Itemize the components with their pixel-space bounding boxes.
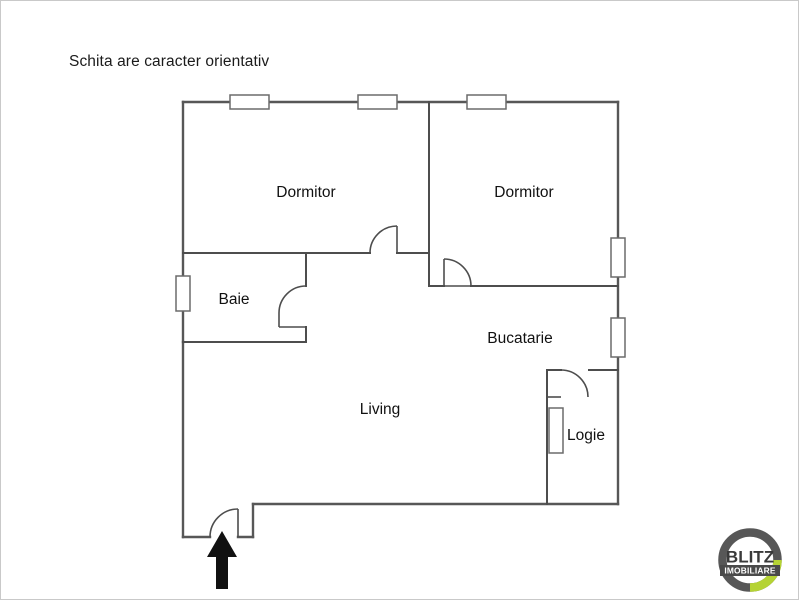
brand-logo: BLITZ IMOBILIARE xyxy=(714,524,786,596)
window-right-2 xyxy=(610,317,626,358)
logo-accent-arc xyxy=(749,559,782,592)
outer-walls xyxy=(181,100,620,539)
door-arc-entrance xyxy=(209,508,239,538)
room-label-dormitor-right: Dormitor xyxy=(494,184,553,201)
window-logie xyxy=(548,407,564,454)
logo-subtitle-band xyxy=(720,565,780,576)
logo-subtitle-text: IMOBILIARE xyxy=(724,566,776,576)
window-top-2 xyxy=(357,94,398,110)
window-top-1 xyxy=(229,94,270,110)
page-title: Schita are caracter orientativ xyxy=(69,53,270,70)
room-label-bucatarie: Bucatarie xyxy=(487,330,552,347)
window-right-1 xyxy=(610,237,626,278)
window-top-3 xyxy=(466,94,507,110)
logo-graphic: BLITZ IMOBILIARE xyxy=(718,528,782,592)
logo-brand-text: BLITZ xyxy=(726,548,774,567)
door-arc-logie-a xyxy=(560,369,589,398)
interior-walls xyxy=(182,101,619,505)
entrance-arrow xyxy=(207,531,237,589)
room-label-dormitor-left: Dormitor xyxy=(276,184,335,201)
door-arc-bedroom-left xyxy=(369,225,398,254)
room-label-logie: Logie xyxy=(567,427,605,444)
room-label-living: Living xyxy=(360,401,401,418)
door-arc-bathroom xyxy=(278,285,307,314)
room-label-baie: Baie xyxy=(218,291,249,308)
room-labels: Dormitor Dormitor Baie Bucatarie Living … xyxy=(218,184,604,444)
door-arc-bedroom-right xyxy=(443,258,472,287)
windows xyxy=(175,94,626,454)
doors xyxy=(209,225,589,538)
window-left-bathroom xyxy=(175,275,191,312)
